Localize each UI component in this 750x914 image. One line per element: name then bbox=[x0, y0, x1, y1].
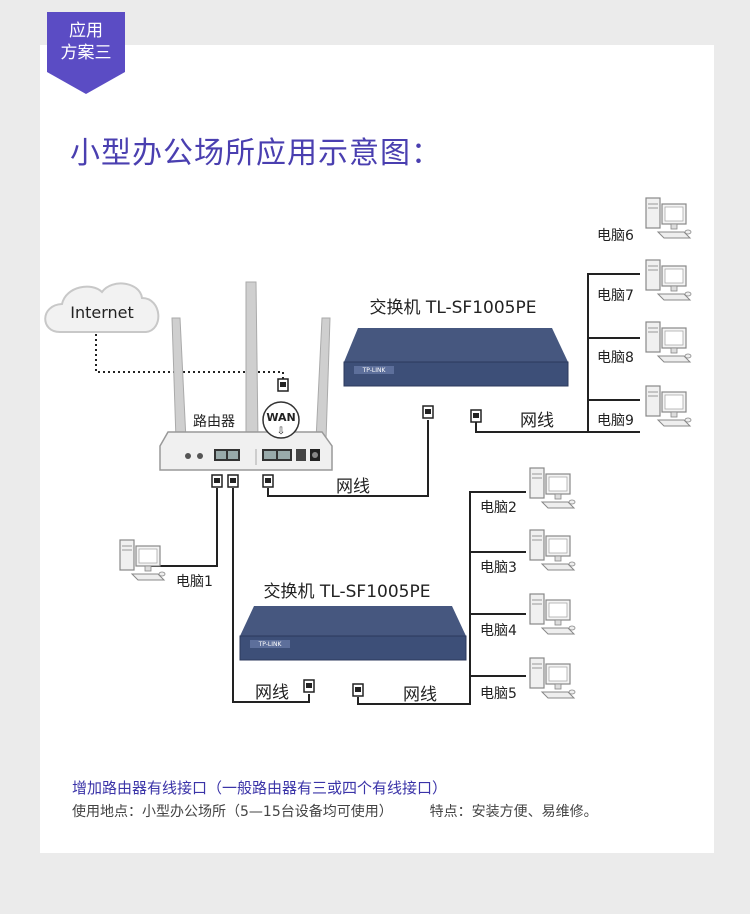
pc3-label: 电脑3 bbox=[480, 560, 517, 576]
page-title: 小型办公场所应用示意图： bbox=[70, 136, 442, 171]
pc-icon bbox=[645, 385, 692, 427]
lan-plug-icon bbox=[211, 474, 223, 488]
pc9-label: 电脑9 bbox=[597, 413, 634, 429]
cable-switch-bottom-pcs bbox=[357, 491, 526, 705]
internet-wan-cable bbox=[95, 334, 284, 380]
cable-label: 网线 bbox=[403, 685, 437, 705]
pc-icon bbox=[529, 593, 576, 635]
badge-line1: 应用 bbox=[69, 21, 103, 41]
pc-icon bbox=[645, 259, 692, 301]
pc-icon bbox=[529, 529, 576, 571]
cable-label: 网线 bbox=[255, 683, 289, 703]
footer-headline: 增加路由器有线接口（一般路由器有三或四个有线接口） bbox=[72, 779, 448, 797]
down-arrow-icon: ⇩ bbox=[277, 426, 285, 437]
brand-label: TP-LINK bbox=[362, 367, 387, 374]
internet-cloud: Internet bbox=[44, 282, 160, 333]
brand-label: TP-LINK bbox=[258, 641, 283, 648]
switch-plug-icon bbox=[352, 683, 364, 697]
antenna-icon bbox=[171, 317, 187, 441]
pc2-label: 电脑2 bbox=[480, 500, 517, 516]
wan-plug-icon bbox=[277, 378, 289, 392]
router-label: 路由器 bbox=[193, 414, 235, 430]
pc-icon bbox=[645, 321, 692, 363]
pc6-label: 电脑6 bbox=[597, 228, 634, 244]
pc-icon bbox=[529, 467, 576, 509]
pc-icon bbox=[119, 539, 166, 581]
pc8-label: 电脑8 bbox=[597, 350, 634, 366]
cable-label: 网线 bbox=[336, 477, 370, 497]
switch-plug-icon bbox=[303, 679, 315, 693]
badge-shape bbox=[47, 12, 125, 94]
switch-top-label: 交换机 TL-SF1005PE bbox=[370, 298, 537, 318]
antenna-icon bbox=[245, 281, 259, 441]
pc5-label: 电脑5 bbox=[480, 686, 517, 702]
antenna-icon bbox=[315, 317, 331, 441]
switch-plug-icon bbox=[422, 405, 434, 419]
pc4-label: 电脑4 bbox=[480, 623, 517, 639]
cable-label: 网线 bbox=[520, 411, 554, 431]
wan-callout: WAN ⇩ bbox=[262, 401, 300, 439]
switch-bottom-label: 交换机 TL-SF1005PE bbox=[264, 582, 431, 602]
content-card bbox=[40, 45, 714, 853]
scheme-badge: 应用 方案三 bbox=[47, 12, 125, 94]
cable-router-switch-top bbox=[267, 420, 429, 497]
switch-top: TP-LINK bbox=[343, 328, 569, 387]
footer-usage: 使用地点：小型办公场所（5—15台设备均可使用） bbox=[72, 804, 393, 820]
badge-line2: 方案三 bbox=[60, 43, 112, 63]
pc-icon bbox=[529, 657, 576, 699]
router bbox=[159, 281, 333, 471]
pc-icon bbox=[645, 197, 692, 239]
pc1-label: 电脑1 bbox=[176, 574, 213, 590]
pc7-label: 电脑7 bbox=[597, 288, 634, 304]
wan-label: WAN bbox=[266, 411, 295, 424]
internet-label: Internet bbox=[70, 303, 134, 322]
cable-router-switch-bottom bbox=[232, 488, 310, 703]
lan-plug-icon bbox=[262, 474, 274, 488]
footer-features: 特点：安装方便、易维修。 bbox=[429, 804, 598, 820]
switch-plug-icon bbox=[470, 409, 482, 423]
footer-details: 使用地点：小型办公场所（5—15台设备均可使用） 特点：安装方便、易维修。 bbox=[72, 801, 598, 821]
switch-bottom: TP-LINK bbox=[239, 606, 467, 661]
lan-plug-icon bbox=[227, 474, 239, 488]
cable-router-pc1 bbox=[150, 488, 218, 567]
